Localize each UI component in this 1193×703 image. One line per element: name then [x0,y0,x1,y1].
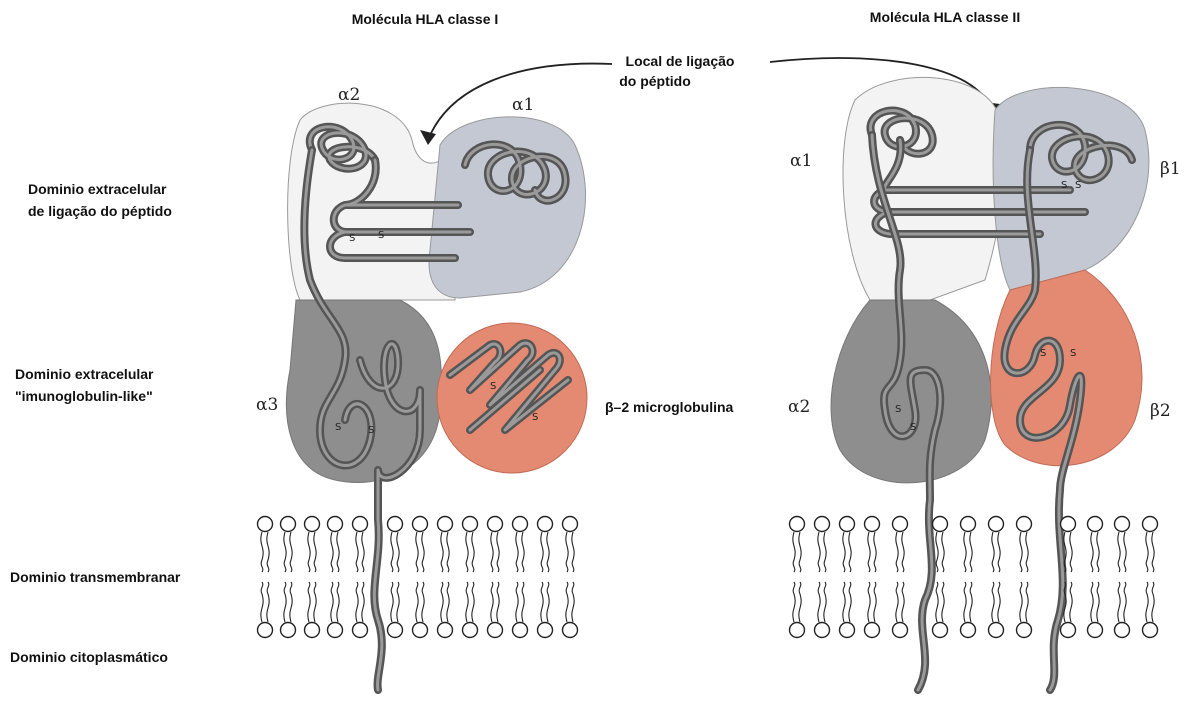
lipid-molecule [1017,582,1032,638]
lipid-molecule [305,582,320,638]
lipid-molecule [463,582,478,638]
class1-disulfide-a3b: S [368,425,374,436]
lipid-molecule [840,517,855,573]
hla-class1-molecule: S S S S S S α2 α1 α3 β–2 microglobulina [256,85,734,690]
lipid-molecule [961,582,976,638]
cytoplasmic-domain-label: Dominio citoplasmático [10,649,168,665]
class2-alpha1-label: α1 [790,151,812,171]
lipid-molecule [1115,517,1130,573]
lipid-molecule [305,517,320,573]
class2-disulfide-a2a: S [895,404,901,415]
class1-disulfide-a3a: S [335,422,341,433]
class1-title: Molécula HLA classe I [352,11,499,27]
lipid-molecule [563,582,578,638]
class1-disulfide-a2: S [378,230,384,241]
lipid-molecule [989,582,1004,638]
lipid-molecule [989,517,1004,573]
class2-disulfide-b1b: S [1075,180,1081,191]
lipid-molecule [865,517,880,573]
lipid-molecule [815,517,830,573]
lipid-molecule [413,517,428,573]
class1-alpha2-label: α2 [338,85,360,105]
lipid-molecule [513,517,528,573]
class2-disulfide-b1a: S [1061,180,1067,191]
lipid-molecule [790,582,805,638]
transmembrane-domain-label: Dominio transmembranar [10,569,181,585]
lipid-molecule [538,582,553,638]
lipid-molecule [893,582,908,638]
class1-alpha3-label: α3 [256,395,278,415]
peptide-binding-domain-label-1: Dominio extracelular [28,181,167,197]
lipid-molecule [840,582,855,638]
lipid-molecule [438,582,453,638]
class2-beta2-domain [991,270,1142,466]
lipid-molecule [438,517,453,573]
class2-disulfide-b2a: S [1040,348,1046,359]
lipid-molecule [413,582,428,638]
lipid-molecule [1017,517,1032,573]
class1-disulfide-a1: S [349,233,355,244]
lipid-molecule [1143,517,1158,573]
lipid-molecule [1088,582,1103,638]
lipid-molecule [513,582,528,638]
peptide-binding-domain-label-2: de ligação do péptido [28,203,172,219]
lipid-molecule [815,582,830,638]
binding-site-label-line2: do péptido [619,73,691,89]
ig-like-domain-label-2: "imunoglobulin-like" [15,388,153,404]
class1-alpha1-label: α1 [512,95,534,115]
lipid-molecule [1143,582,1158,638]
lipid-molecule [258,517,273,573]
lipid-molecule [961,517,976,573]
class2-lipid-bilayer [790,517,1158,638]
class1-b2m-label: β–2 microglobulina [605,399,734,415]
class1-lipid-bilayer [258,517,578,638]
lipid-molecule [328,517,343,573]
hla-class2-molecule: S S S S S S α1 β1 α2 β2 [788,77,1181,690]
lipid-molecule [388,582,403,638]
lipid-molecule [538,517,553,573]
ig-like-domain-label-1: Dominio extracelular [15,366,154,382]
class2-disulfide-b2b: S [1070,348,1076,359]
class2-disulfide-a2b: S [910,422,916,433]
lipid-molecule [388,517,403,573]
class2-beta1-label: β1 [1160,159,1181,179]
lipid-molecule [463,517,478,573]
lipid-molecule [865,582,880,638]
class1-disulfide-b2m-a: S [490,381,496,392]
lipid-molecule [488,517,503,573]
lipid-molecule [563,517,578,573]
class2-title: Molécula HLA classe II [870,9,1020,25]
lipid-molecule [353,517,368,573]
lipid-molecule [790,517,805,573]
lipid-molecule [488,582,503,638]
lipid-molecule [281,517,296,573]
lipid-molecule [258,582,273,638]
lipid-molecule [328,582,343,638]
lipid-molecule [933,582,948,638]
lipid-molecule [353,582,368,638]
lipid-molecule [1088,517,1103,573]
class2-beta2-label: β2 [1150,401,1171,421]
binding-site-label-line1: Local de ligação [626,53,735,69]
lipid-molecule [893,517,908,573]
lipid-molecule [281,582,296,638]
class1-disulfide-b2m-b: S [532,412,538,423]
class2-alpha2-label: α2 [788,397,810,417]
lipid-molecule [1115,582,1130,638]
